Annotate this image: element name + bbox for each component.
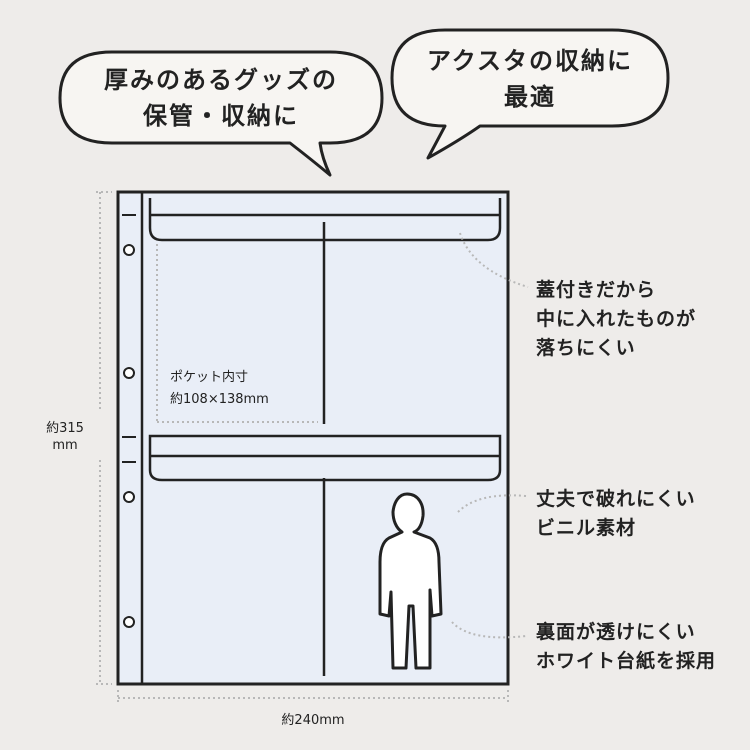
binding-ticks: [122, 214, 136, 463]
top-pocket: [148, 198, 502, 424]
binder-hole: [123, 491, 135, 503]
binder-hole: [123, 616, 135, 628]
binding-holes: [123, 244, 135, 628]
vinyl-callout-line2: ビニル素材: [536, 517, 637, 539]
bubble-right: [390, 28, 670, 160]
bubble-left: [58, 50, 384, 177]
bottom-pocket-lid: [148, 434, 502, 482]
width-label: 約240mm: [281, 713, 345, 728]
bubble-right-text: アクスタの収納に 最適: [392, 43, 668, 115]
bubble-left-line1: 厚みのあるグッズの: [104, 66, 338, 94]
lid-callout-line1: 蓋付きだから: [536, 279, 657, 301]
height-value: 約315: [46, 421, 84, 436]
pocket-size-title: ポケット内寸: [170, 370, 249, 385]
person-silhouette-icon: [378, 492, 443, 670]
height-label: 約315 mm: [40, 420, 90, 454]
height-dimension-line: [96, 191, 112, 685]
height-unit: mm: [52, 438, 78, 453]
vinyl-callout: 丈夫で破れにくい ビニル素材: [536, 485, 696, 543]
vinyl-callout-line1: 丈夫で破れにくい: [536, 488, 696, 510]
bubble-right-line1: アクスタの収納に: [426, 47, 634, 75]
width-dimension-line: [117, 690, 509, 704]
lid-callout-line2: 中に入れたものが: [536, 308, 697, 330]
pocket-size-label: ポケット内寸 約108×138mm: [170, 367, 269, 411]
binder-hole: [123, 367, 135, 379]
bubble-right-line2: 最適: [504, 83, 556, 111]
vinyl-callout-leader: [457, 494, 527, 513]
bottom-pocket: [148, 434, 502, 676]
bubble-left-line2: 保管・収納に: [143, 102, 299, 130]
binder-hole: [123, 244, 135, 256]
pocket-size-guide: [156, 244, 318, 423]
back-callout-line1: 裏面が透けにくい: [536, 621, 696, 643]
pocket-size-value: 約108×138mm: [170, 392, 269, 407]
back-callout-leader: [451, 621, 527, 639]
lid-callout-line3: 落ちにくい: [536, 337, 636, 359]
lid-callout: 蓋付きだから 中に入れたものが 落ちにくい: [536, 276, 696, 363]
back-callout-line2: ホワイト台紙を採用: [536, 650, 717, 672]
bubble-left-text: 厚みのあるグッズの 保管・収納に: [60, 62, 382, 134]
back-callout: 裏面が透けにくい ホワイト台紙を採用: [536, 618, 716, 676]
callout-leaders: [451, 232, 529, 639]
binder-sheet: [116, 190, 510, 686]
